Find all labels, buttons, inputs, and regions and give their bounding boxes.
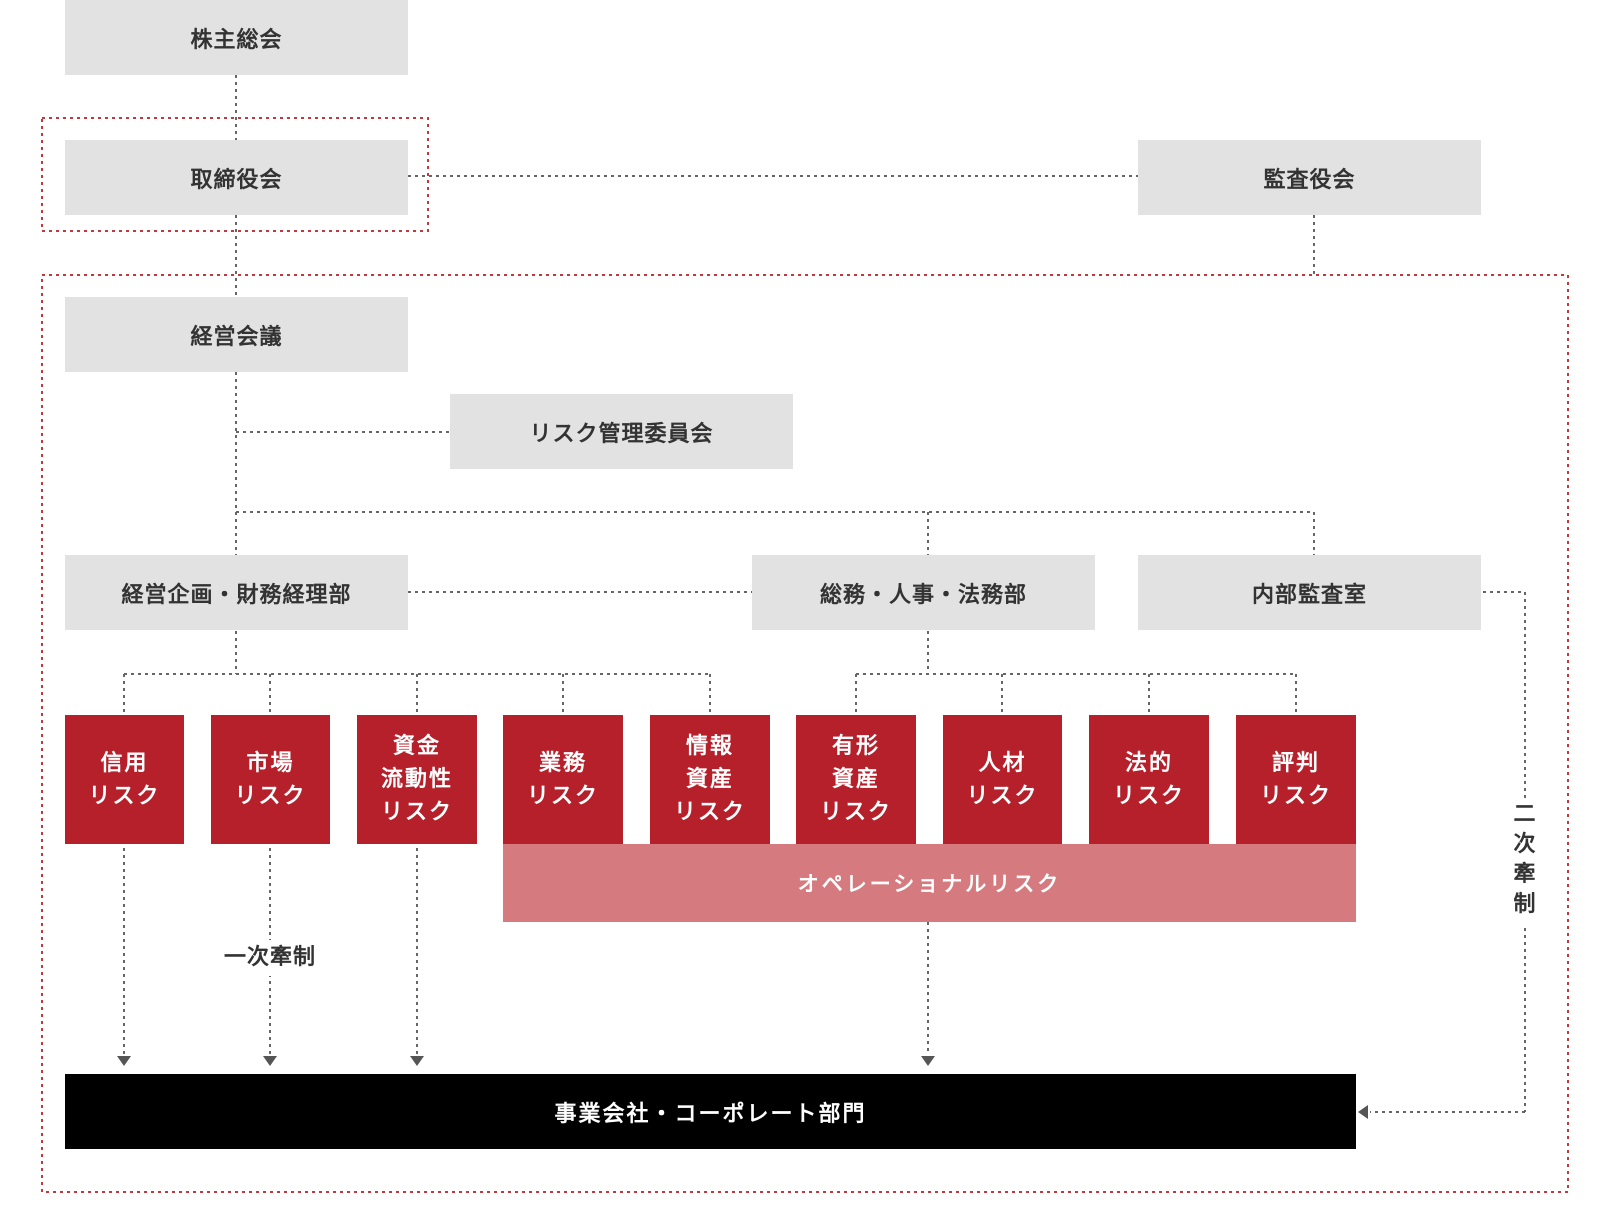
risk-box-operations: 業務 リスク: [503, 715, 623, 844]
planning-finance-dept-box: 経営企画・財務経理部: [65, 555, 408, 630]
arrow-head-liquidity: [410, 1056, 424, 1066]
risk-box-credit: 信用 リスク: [65, 715, 184, 844]
business-units-bar: 事業会社・コーポレート部門: [65, 1074, 1356, 1149]
arrow-head-secondary: [1358, 1105, 1368, 1119]
shareholders-meeting-box: 株主総会: [65, 0, 408, 75]
internal-audit-office-box: 内部監査室: [1138, 555, 1481, 630]
primary-control-label: 一次牽制: [214, 940, 326, 976]
board-highlight-frame: [41, 117, 429, 232]
arrow-head-market: [263, 1056, 277, 1066]
risk-box-tangible-assets: 有形 資産 リスク: [796, 715, 916, 844]
execution-scope-frame: [41, 274, 1569, 1193]
risk-box-reputation: 評判 リスク: [1236, 715, 1356, 844]
risk-box-information-assets: 情報 資産 リスク: [650, 715, 770, 844]
operational-risk-band: オペレーショナルリスク: [503, 844, 1356, 922]
risk-box-human-resources: 人材 リスク: [943, 715, 1062, 844]
risk-committee-box: リスク管理委員会: [450, 394, 793, 469]
arrow-head-credit: [117, 1056, 131, 1066]
risk-box-liquidity: 資金 流動性 リスク: [357, 715, 477, 844]
board-of-directors-box: 取締役会: [65, 140, 408, 215]
general-affairs-dept-box: 総務・人事・法務部: [752, 555, 1095, 630]
risk-box-market: 市場 リスク: [211, 715, 330, 844]
arrow-head-operational: [921, 1056, 935, 1066]
management-meeting-box: 経営会議: [65, 297, 408, 372]
risk-box-legal: 法的 リスク: [1089, 715, 1209, 844]
audit-board-box: 監査役会: [1138, 140, 1481, 215]
secondary-control-label: 二 次 牽 制: [1508, 800, 1542, 924]
